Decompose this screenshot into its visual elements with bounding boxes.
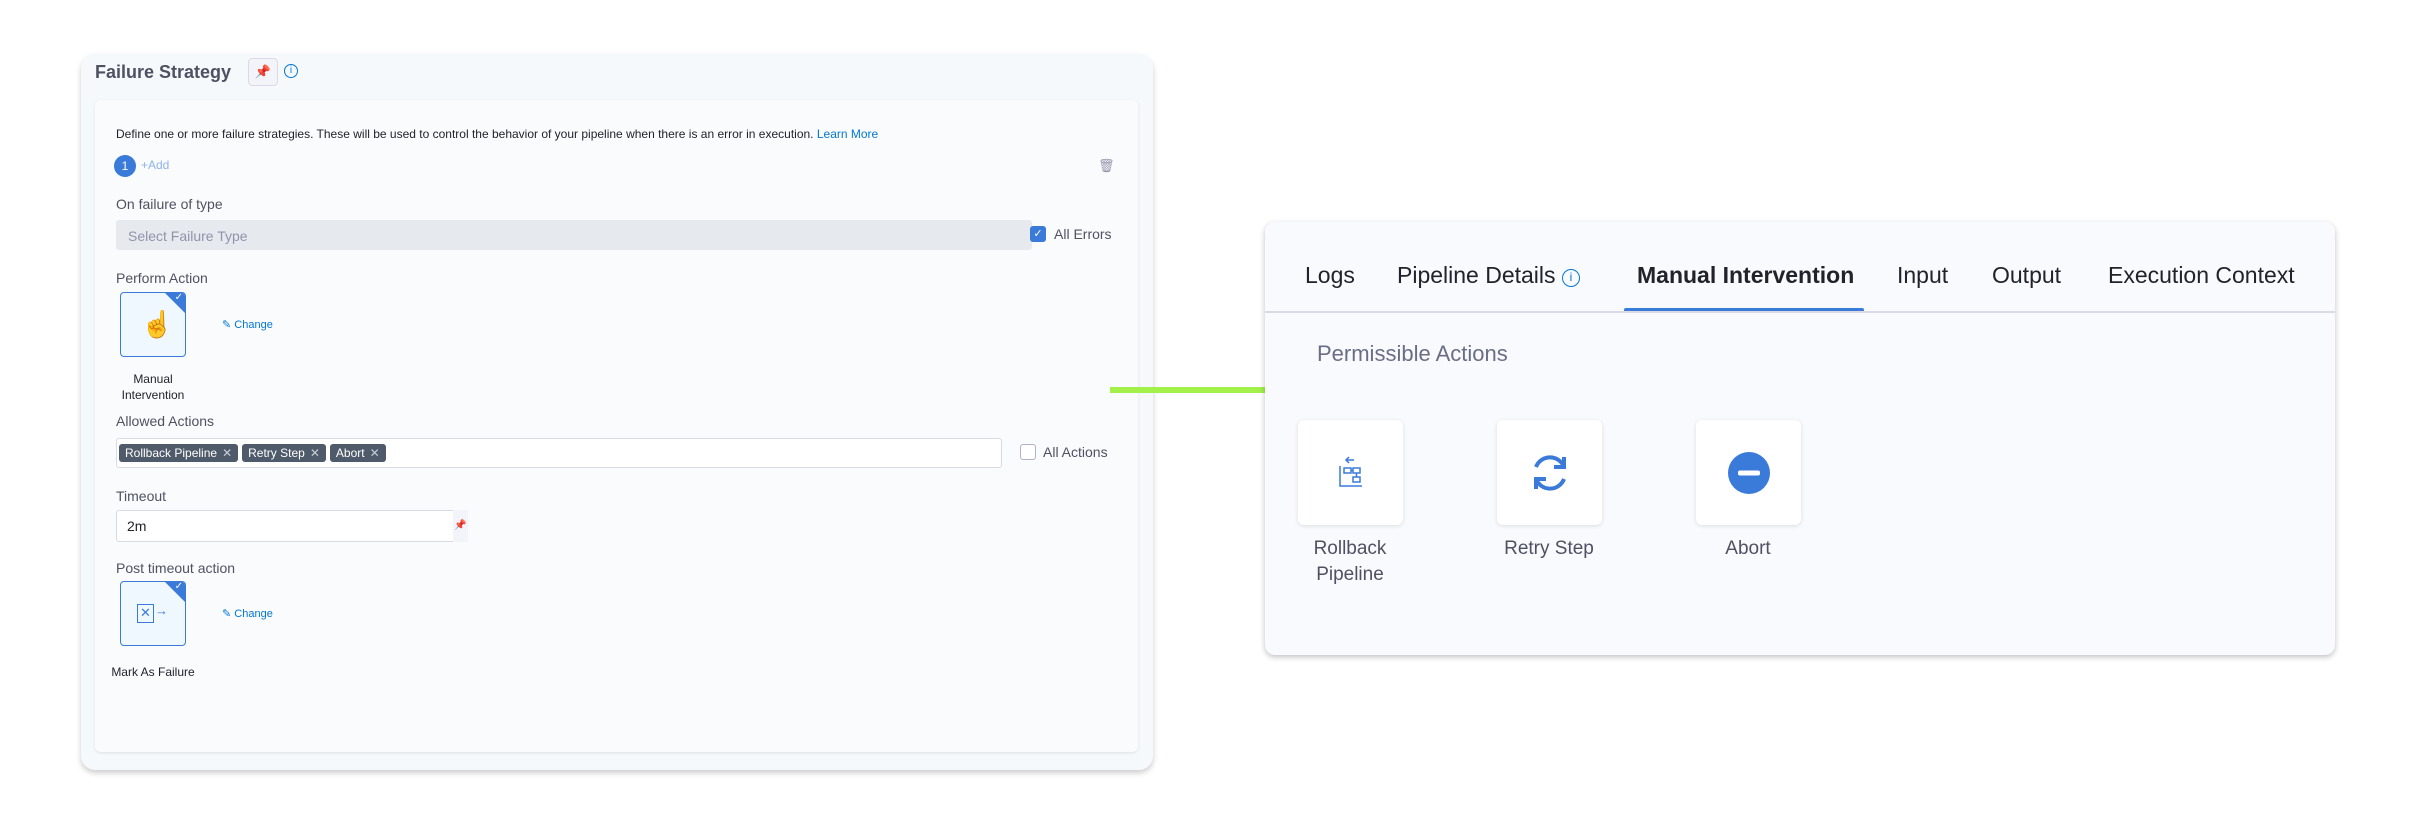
pin-icon: 📌 [254, 64, 272, 79]
learn-more-link[interactable]: Learn More [816, 127, 879, 141]
execution-panel: Logs Pipeline Details i Manual Intervent… [1265, 222, 2335, 655]
tab-pipeline-details[interactable]: Pipeline Details i [1397, 262, 1580, 289]
retry-step-button[interactable] [1497, 420, 1602, 525]
hand-pointer-icon: ☝ [141, 309, 174, 339]
description: Define one or more failure strategies. T… [116, 127, 879, 141]
post-timeout-label: Post timeout action [116, 560, 236, 576]
tab-output[interactable]: Output [1992, 262, 2062, 288]
check-icon: ✓ [174, 581, 183, 592]
tag-rollback-pipeline: Rollback Pipeline✕ [119, 444, 239, 462]
remove-tag-icon[interactable]: ✕ [309, 446, 320, 460]
failure-strategy-panel: Failure Strategy 📌 i Define one or more … [81, 54, 1153, 770]
step-number-badge[interactable]: 1 [114, 155, 136, 177]
add-button[interactable]: +Add [141, 158, 170, 172]
rollback-pipeline-icon [1338, 455, 1362, 487]
failure-type-select[interactable]: Select Failure Type [116, 220, 1032, 250]
tag-abort: Abort✕ [329, 444, 386, 462]
arrow-right-icon: → [155, 603, 168, 618]
pin-button[interactable]: 📌 [248, 58, 278, 86]
info-icon: i [1561, 269, 1580, 287]
rollback-pipeline-button[interactable] [1298, 420, 1403, 525]
info-icon[interactable]: i [284, 64, 298, 78]
panel-title: Failure Strategy [95, 62, 232, 82]
change-perform-action[interactable]: ✎ Change [222, 319, 273, 331]
permissible-actions-title: Permissible Actions [1317, 341, 1508, 366]
tag-retry-step: Retry Step✕ [242, 444, 326, 462]
timeout-input[interactable]: 2m [116, 510, 468, 542]
allowed-actions-label: Allowed Actions [116, 413, 215, 429]
tab-execution-context[interactable]: Execution Context [2108, 262, 2295, 288]
change-post-timeout-action[interactable]: ✎ Change [222, 608, 273, 620]
all-errors-checkbox[interactable]: ✓ [1030, 226, 1046, 242]
all-errors-label: All Errors [1054, 226, 1112, 242]
abort-label: Abort [1725, 538, 1771, 559]
tab-input[interactable]: Input [1897, 262, 1949, 288]
allowed-actions-input[interactable]: Rollback Pipeline✕ Retry Step✕ Abort✕ [116, 438, 1002, 468]
pencil-icon: ✎ [222, 319, 232, 331]
remove-tag-icon[interactable]: ✕ [222, 446, 233, 460]
all-actions-checkbox[interactable] [1020, 444, 1036, 460]
perform-action-label: Perform Action [116, 270, 208, 286]
timeout-pin-icon[interactable]: 📌 [453, 510, 468, 542]
on-failure-label: On failure of type [116, 196, 223, 212]
mark-failure-icon: ✕ [137, 604, 154, 623]
mark-as-failure-card[interactable]: ✓ ✕→ [120, 581, 186, 646]
retry-icon [1533, 454, 1566, 491]
remove-tag-icon[interactable]: ✕ [369, 446, 380, 460]
failure-strategy-card: Define one or more failure strategies. T… [95, 100, 1138, 752]
tab-logs[interactable]: Logs [1305, 262, 1355, 288]
manual-intervention-card[interactable]: ✓☝ [120, 292, 186, 357]
tab-manual-intervention[interactable]: Manual Intervention [1637, 262, 1855, 288]
pencil-icon: ✎ [222, 608, 232, 620]
perform-action-value: Manual Intervention [121, 372, 185, 402]
retry-step-label: Retry Step [1504, 538, 1594, 559]
timeout-label: Timeout [116, 488, 167, 504]
abort-icon [1727, 451, 1770, 494]
abort-button[interactable] [1696, 420, 1801, 525]
tabs-divider [1265, 311, 2335, 313]
active-tab-indicator [1624, 308, 1864, 312]
delete-icon[interactable]: 🗑 [1098, 158, 1115, 173]
rollback-pipeline-label: Rollback Pipeline [1313, 538, 1387, 585]
all-actions-label: All Actions [1043, 444, 1108, 460]
check-icon: ✓ [174, 292, 183, 303]
post-timeout-value: Mark As Failure [111, 665, 195, 679]
